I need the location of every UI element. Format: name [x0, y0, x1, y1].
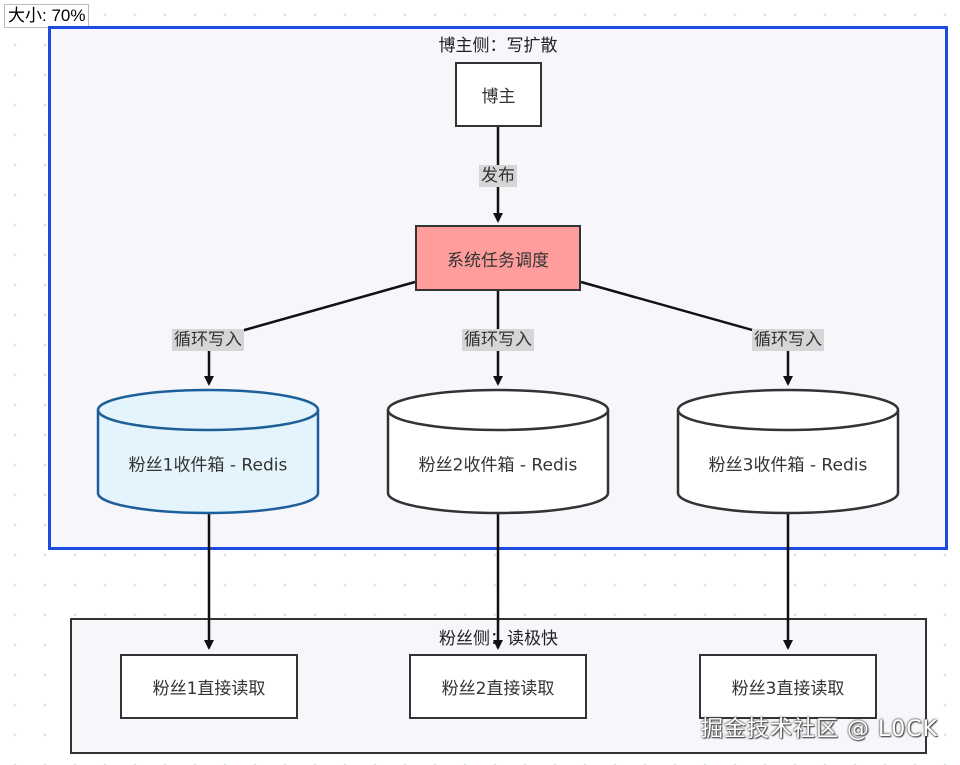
edge-label-write-2: 循环写入	[462, 329, 534, 351]
node-fan-3-read[interactable]: 粉丝3直接读取	[699, 654, 877, 719]
inbox-2-label: 粉丝2收件箱 - Redis	[418, 455, 578, 476]
node-blogger[interactable]: 博主	[455, 62, 542, 127]
edge-label-write-3: 循环写入	[752, 329, 824, 351]
edge-label-publish: 发布	[479, 165, 517, 187]
blogger-side-title: 博主侧：写扩散	[438, 36, 558, 56]
edge-label-write-1: 循环写入	[172, 329, 244, 351]
inbox-1-label: 粉丝1收件箱 - Redis	[128, 455, 288, 476]
node-fan-1-read[interactable]: 粉丝1直接读取	[120, 654, 298, 719]
inbox-3-label: 粉丝3收件箱 - Redis	[708, 455, 868, 476]
watermark: 掘金技术社区 @ L0CK	[700, 717, 938, 742]
node-task-scheduler[interactable]: 系统任务调度	[415, 225, 581, 291]
inbox-3-cylinder[interactable]	[676, 388, 900, 515]
node-fan-2-read[interactable]: 粉丝2直接读取	[409, 654, 587, 719]
inbox-1-cylinder[interactable]	[96, 388, 320, 515]
inbox-2-cylinder[interactable]	[386, 388, 610, 515]
zoom-level-label[interactable]: 大小: 70%	[4, 4, 90, 28]
